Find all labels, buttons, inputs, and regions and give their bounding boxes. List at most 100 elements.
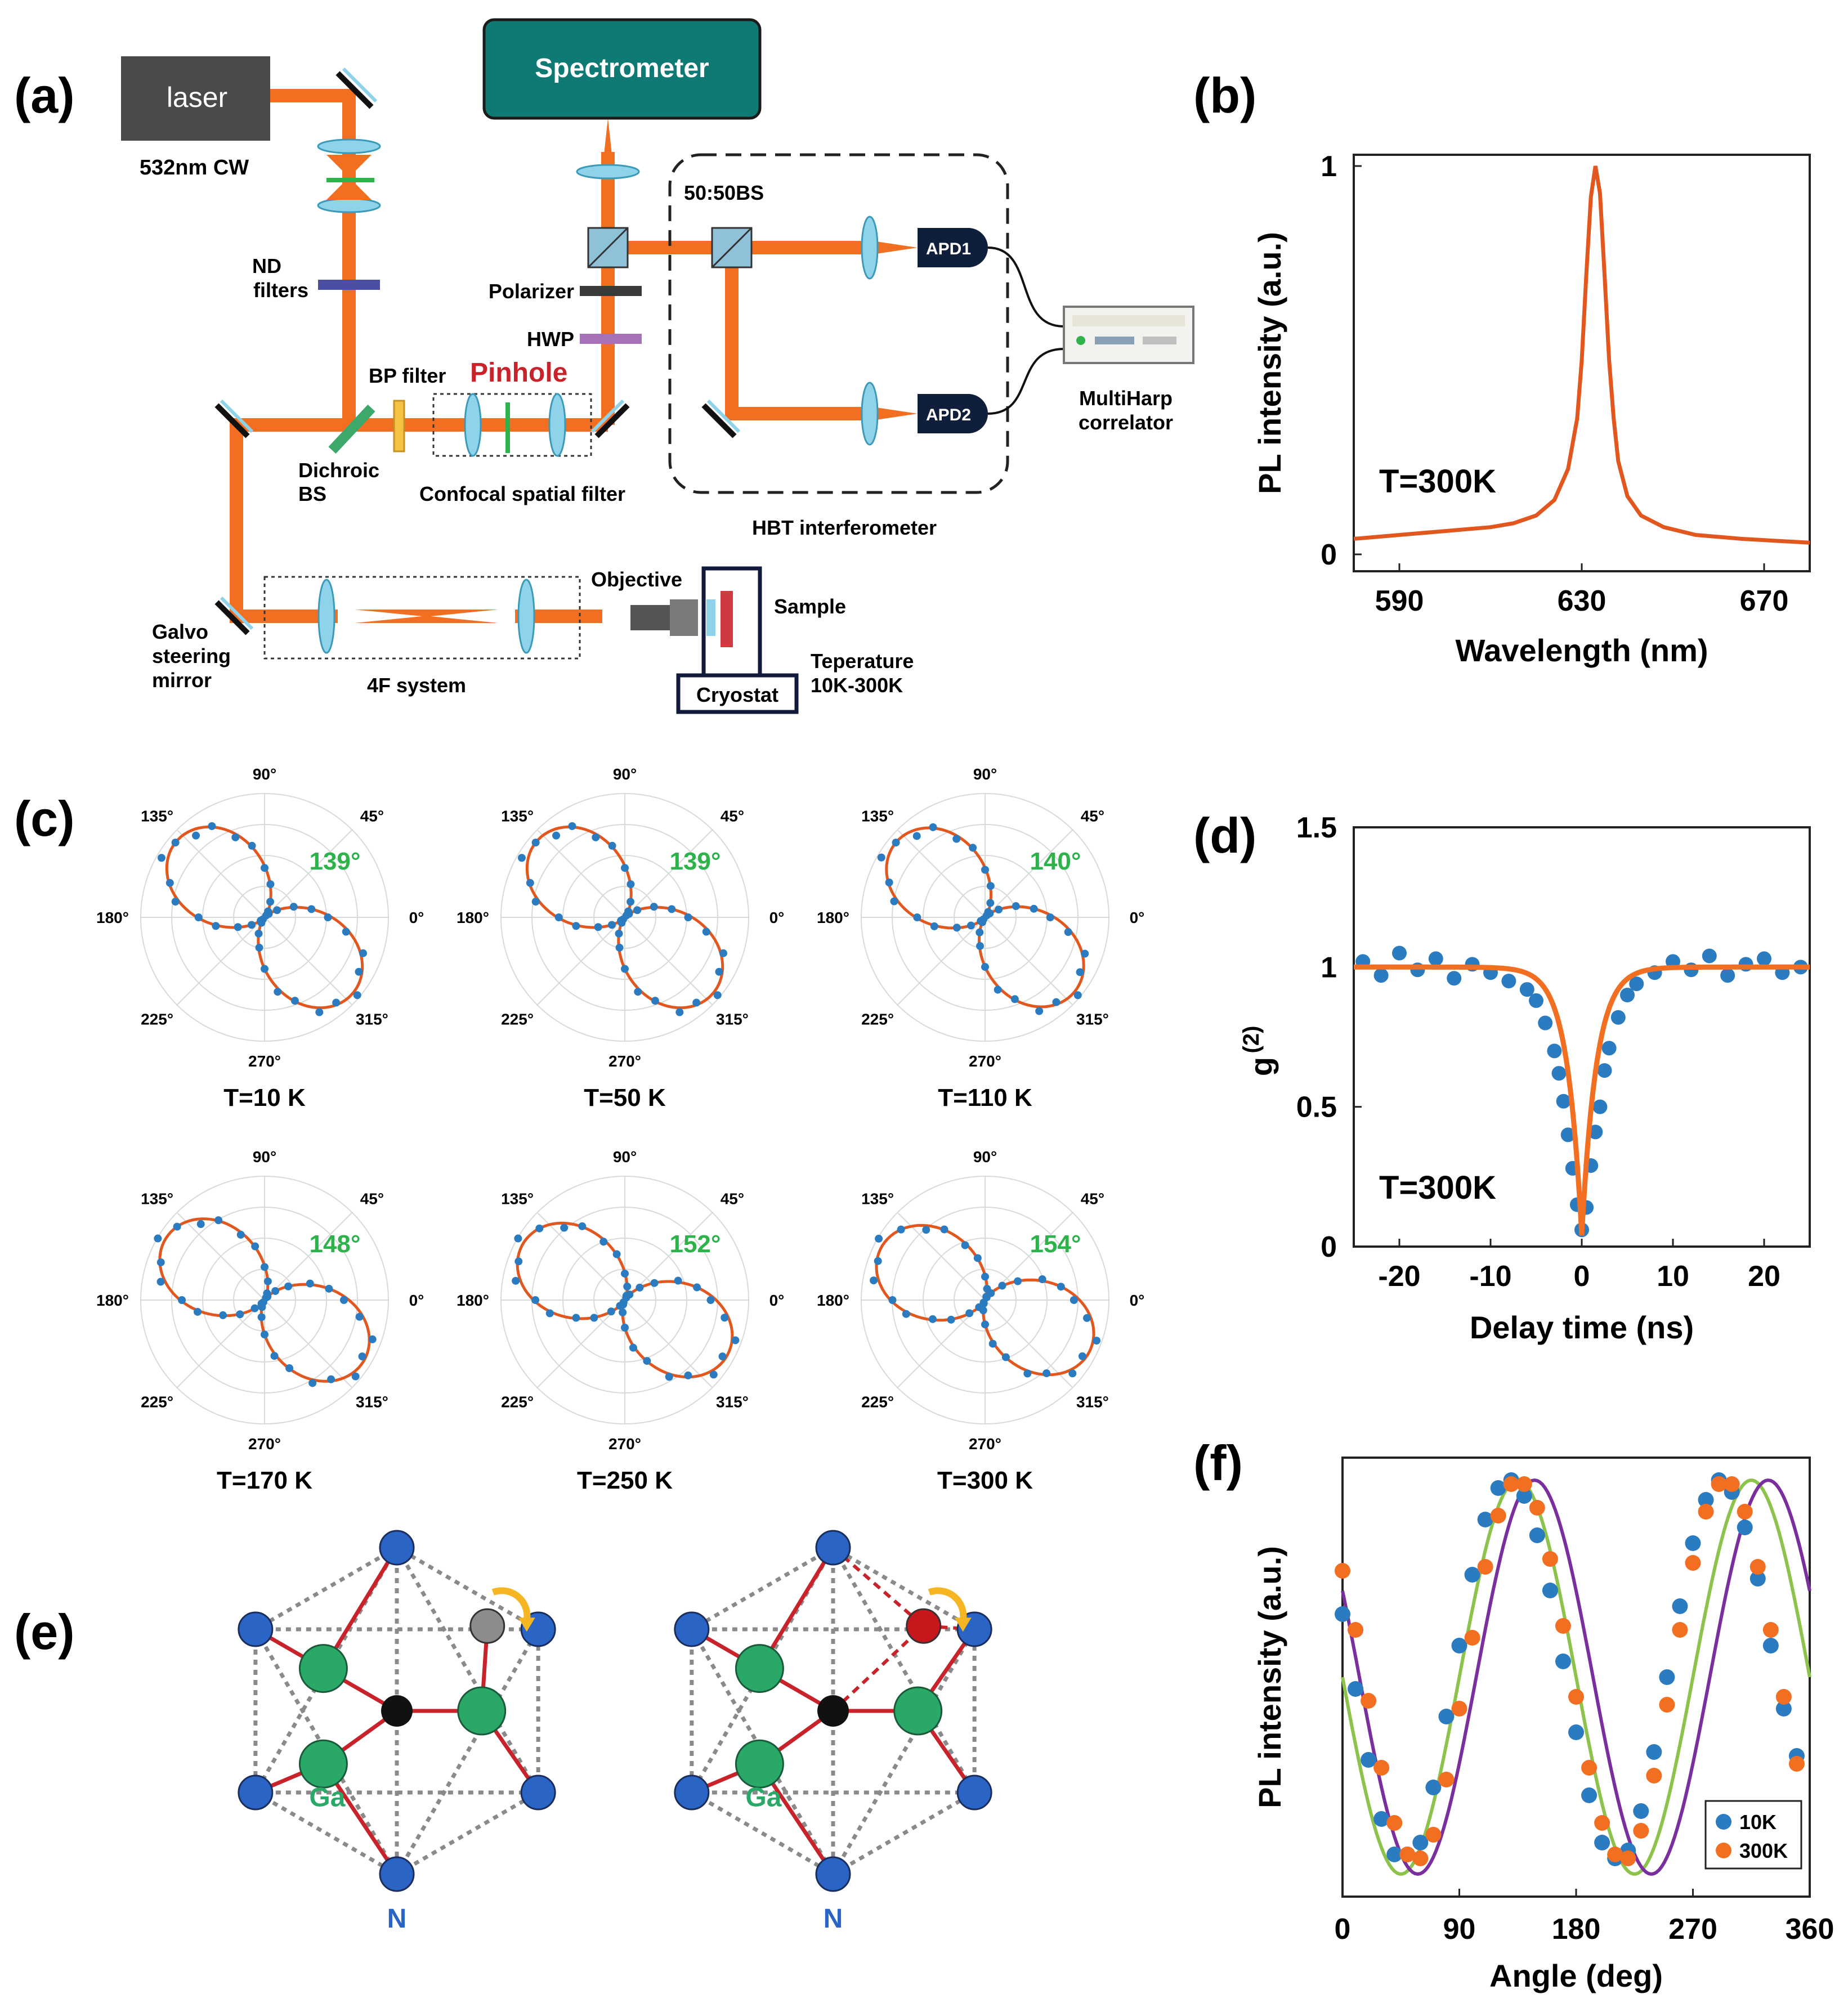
polar-data-point xyxy=(332,998,341,1007)
panel-d-tag: (d) xyxy=(1193,808,1256,863)
polar-data-point xyxy=(940,1225,948,1234)
polar-data-point xyxy=(1052,998,1061,1006)
gallium-atom xyxy=(298,1739,348,1789)
lattice-edge xyxy=(691,1790,834,1876)
polar-angle-label: 0° xyxy=(409,1292,424,1309)
polar-data-point xyxy=(986,882,995,890)
polar-data-point xyxy=(731,1336,740,1345)
polar-data-point xyxy=(194,1307,202,1316)
polar-data-point xyxy=(231,833,240,841)
polar-angle-label: 135° xyxy=(501,808,534,825)
polar-data-point xyxy=(599,1238,608,1246)
chart-f-point-300K xyxy=(1555,1618,1571,1634)
polar-data-point xyxy=(526,879,534,887)
expander-focus xyxy=(326,155,372,200)
chart-f-point-10K xyxy=(1335,1606,1350,1622)
defect-atom xyxy=(906,1608,942,1644)
polar-data-point xyxy=(306,1279,314,1288)
polar-data-point xyxy=(998,1281,1006,1290)
chart-f-point-300K xyxy=(1477,1559,1493,1575)
polar-data-point xyxy=(258,1303,266,1311)
polar-angle-label: 180° xyxy=(817,909,849,926)
chart-d-fit-line xyxy=(1354,964,1810,1236)
panel-f-tag: (f) xyxy=(1193,1435,1243,1491)
pinhole-label: Pinhole xyxy=(470,358,567,388)
polar-data-point xyxy=(982,1292,991,1301)
polar-data-point xyxy=(355,967,363,976)
polar-data-point xyxy=(643,1357,651,1365)
polar-data-point xyxy=(627,880,635,889)
polar-angle-label: 90° xyxy=(613,765,637,783)
polar-grid-spoke xyxy=(897,917,986,1006)
chart-d-point xyxy=(1620,988,1635,1002)
chart-f-point-300K xyxy=(1594,1815,1610,1831)
panel-a-tag: (a) xyxy=(14,68,75,123)
nitrogen-atom xyxy=(815,1856,851,1892)
apd1-detector: APD1 xyxy=(918,228,988,267)
chart-f-point-10K xyxy=(1775,1701,1792,1717)
chart-f-point-300K xyxy=(1464,1630,1480,1646)
polar-data-point xyxy=(888,1296,897,1304)
polar-data-point xyxy=(870,1276,878,1285)
polar-angle-label: 315° xyxy=(716,1393,749,1410)
polar-data-point xyxy=(965,1309,974,1318)
chart-f-point-300K xyxy=(1724,1476,1740,1492)
beamsplitter-cube-5050 xyxy=(711,227,753,268)
polar-data-point xyxy=(961,1241,969,1249)
polar-data-point xyxy=(622,1292,630,1300)
polar-data-point xyxy=(874,1257,882,1265)
polar-data-point xyxy=(247,921,256,929)
polar-data-point xyxy=(572,922,580,930)
chart-f-point-300K xyxy=(1373,1760,1390,1776)
polar-data-point xyxy=(531,898,540,906)
polar-angle-label: 270° xyxy=(969,1052,1001,1070)
lattice-edge xyxy=(395,1628,540,1875)
chart-f-point-10K xyxy=(1438,1709,1455,1724)
polar-data-point xyxy=(351,1372,360,1381)
chart-d-point xyxy=(1538,1015,1553,1030)
polar-data-point xyxy=(922,1226,930,1234)
polar-grid-spoke xyxy=(176,1299,265,1388)
polar-data-point xyxy=(1068,1369,1077,1378)
polar-angle-label: 90° xyxy=(973,765,997,783)
polar-data-point xyxy=(928,1315,937,1323)
polar-temperature-label: T=110 K xyxy=(938,1084,1032,1112)
polar-grid-spoke xyxy=(264,1212,353,1301)
polar-data-point xyxy=(1042,1369,1051,1378)
polar-data-point xyxy=(983,1284,991,1293)
beamsplitter-cube-1 xyxy=(587,227,629,268)
polar-data-point xyxy=(892,839,900,847)
chart-f-point-300K xyxy=(1451,1701,1467,1717)
polar-data-point xyxy=(285,1364,294,1373)
polar-data-point xyxy=(271,1287,280,1295)
chart-f-point-10K xyxy=(1737,1520,1753,1535)
hwp-icon xyxy=(580,334,642,344)
dichroic-bs-icon xyxy=(328,404,375,454)
center-atom xyxy=(381,1695,413,1727)
lattice-edge xyxy=(396,1545,539,1632)
chart-b-xlabel: Wavelength (nm) xyxy=(1455,633,1708,668)
polar-data-point xyxy=(289,903,298,911)
polar-grid-spoke xyxy=(624,917,713,1006)
apd-cables xyxy=(987,247,1064,415)
polar-data-point xyxy=(178,1296,186,1304)
chart-f-point-300K xyxy=(1412,1850,1429,1866)
hbt-box xyxy=(668,153,1009,494)
chart-f-fit-300k xyxy=(1341,1478,1811,1876)
rotation-arrow-icon xyxy=(491,1587,531,1621)
polar-data-point xyxy=(219,1311,227,1319)
nitrogen-atom xyxy=(815,1530,851,1566)
n-label: N xyxy=(824,1904,843,1934)
multiharp-label-2: correlator xyxy=(1079,411,1173,434)
chart-f-point-300K xyxy=(1490,1508,1506,1523)
apd2-detector: APD2 xyxy=(918,394,988,433)
polar-angle-label: 225° xyxy=(861,1393,894,1410)
chart-f-point-10K xyxy=(1373,1811,1390,1827)
panel-a-setup: (a) laser 532nm CW xyxy=(14,18,1194,714)
chart-f-point-10K xyxy=(1594,1835,1610,1850)
chart-f-point-10K xyxy=(1412,1835,1429,1850)
lattice-edge xyxy=(395,1547,540,1794)
polar-data-point xyxy=(368,1335,377,1343)
